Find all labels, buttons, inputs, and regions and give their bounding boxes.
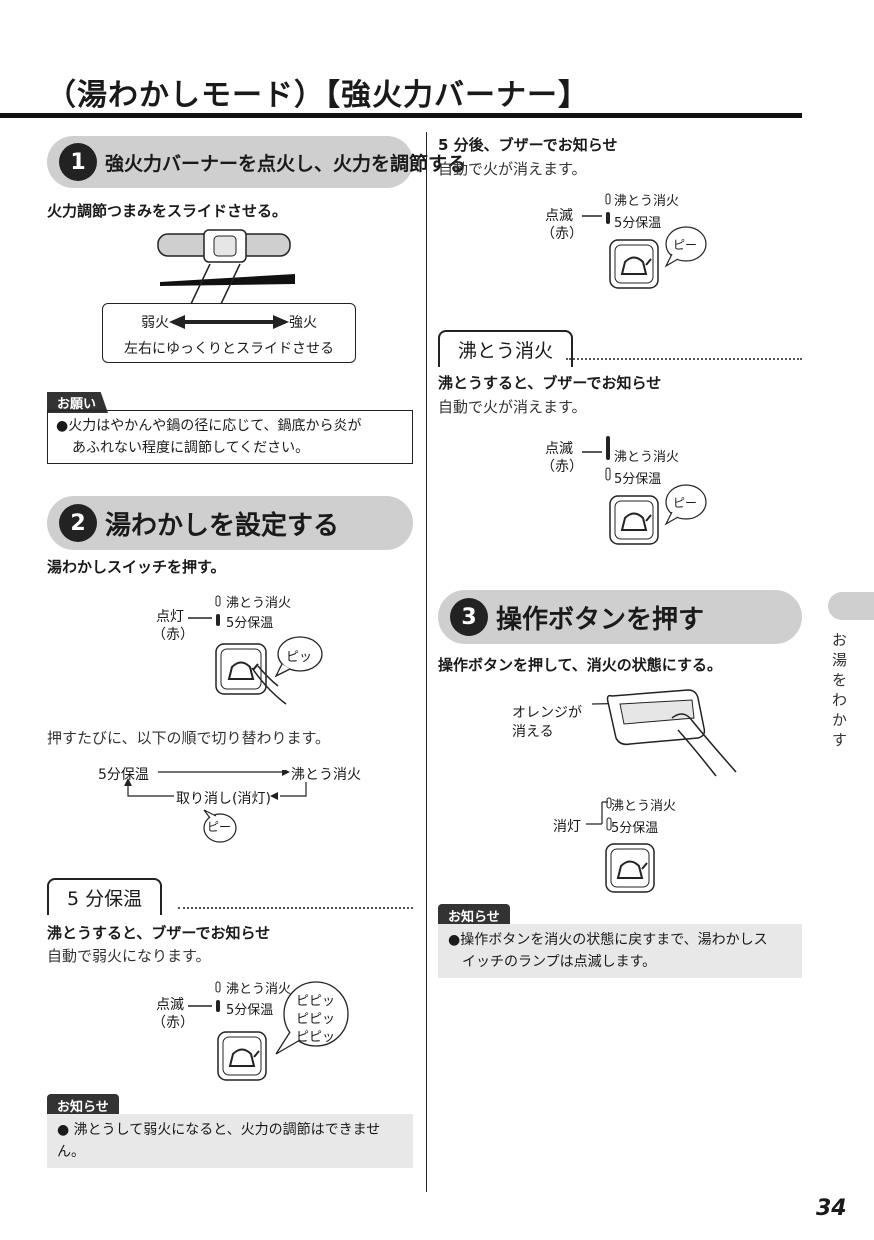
step3-heading: 操作ボタンを押す <box>496 604 705 635</box>
keep-warm-sound-3: ピピッ <box>296 1030 336 1045</box>
notice-label: お願い <box>47 392 109 413</box>
cycle-arrows <box>124 770 307 800</box>
cycle-sound: ピー <box>207 820 232 834</box>
cycle-boil-off: 沸とう消火 <box>291 767 361 783</box>
step3-note-line-2: イッチのランプは点滅します。 <box>462 954 657 970</box>
keep-warm-rule <box>178 907 413 909</box>
boil-off-kettle-button-icon <box>609 495 659 545</box>
notice-line-1: ●火力はやかんや鍋の径に応じて、鍋底から炎が <box>56 418 362 434</box>
step3-indicator-top: 沸とう消火 <box>611 799 677 814</box>
cycle-text: 押すたびに、以下の順で切り替わります。 <box>47 729 331 747</box>
boil-off-rule <box>566 358 802 360</box>
boil-off-lamp-color: （赤） <box>541 459 583 475</box>
keep-warm-note-text: ● 沸とうして弱火になると、火力の調節はできません。 <box>47 1114 413 1168</box>
step1-header: 1 強火力バーナーを点火し、火力を調節する <box>47 136 466 188</box>
after5-sound: ピー <box>673 238 698 252</box>
step2-sound: ピッ <box>286 650 313 665</box>
cycle-keep-warm: 5分保温 <box>98 767 149 783</box>
step1-heading: 強火力バーナーを点火し、火力を調節する <box>105 152 467 175</box>
after5-sound-bubble <box>664 226 707 268</box>
after5-indicator-top: 沸とう消火 <box>614 194 680 209</box>
step2-number: 2 <box>59 504 97 542</box>
step3-header: 3 操作ボタンを押す <box>438 590 802 644</box>
keep-warm-tab: 5 分保温 <box>47 878 163 915</box>
after5-plain: 自動で火が消えます。 <box>438 160 587 178</box>
title-rule <box>0 113 802 118</box>
step2-header: 2 湯わかしを設定する <box>47 496 413 550</box>
side-tab-label: お湯をわかす <box>832 631 848 749</box>
finger-icon <box>251 665 287 705</box>
slide-caption: 左右にゆっくりとスライドさせる <box>124 341 334 357</box>
step2-sound-bubble <box>274 636 323 678</box>
step3-note-box: ●操作ボタンを消火の状態に戻すまで、湯わかしス イッチのランプは点滅します。 <box>438 924 802 978</box>
keep-warm-plain: 自動で弱火になります。 <box>47 947 211 965</box>
cycle-cancel: 取り消し(消灯) <box>176 791 271 807</box>
step3-note-line-1: ●操作ボタンを消火の状態に戻すまで、湯わかしス <box>448 932 768 948</box>
operation-button-illustration <box>591 689 737 777</box>
step2-lamp-lines <box>188 595 221 626</box>
cycle-sound-bubble <box>203 809 237 843</box>
orange-label-1: オレンジが <box>512 705 582 721</box>
slider-illustration <box>157 229 295 307</box>
after5-bold: 5 分後、ブザーでお知らせ <box>438 136 618 154</box>
after5-lamp-color: （赤） <box>541 226 583 242</box>
boil-off-lamp-state: 点滅 <box>545 441 573 457</box>
boil-off-bold: 沸とうすると、ブザーでお知らせ <box>438 374 662 392</box>
boil-off-indicator-top: 沸とう消火 <box>614 450 680 465</box>
slider-callout: 弱火 強火 左右にゆっくりとスライドさせる <box>102 303 356 363</box>
keep-warm-sound-2: ピピッ <box>296 1012 336 1027</box>
step3-note-label: お知らせ <box>438 904 510 927</box>
keep-warm-sound-1: ピピッ <box>296 994 336 1009</box>
strong-label: 強火 <box>289 315 317 331</box>
after5-lamp-state: 点滅 <box>545 208 573 224</box>
keep-warm-bold: 沸とうすると、ブザーでお知らせ <box>47 924 271 942</box>
weak-label: 弱火 <box>141 315 169 331</box>
page-title: （湯わかしモード）【強火力バーナー】 <box>46 78 589 113</box>
side-tab <box>828 592 874 620</box>
boil-off-sound-bubble <box>664 484 707 526</box>
page-number: 34 <box>816 1196 847 1221</box>
keep-warm-lamp-lines <box>188 981 221 1012</box>
keep-warm-sound-bubble <box>275 981 349 1055</box>
double-arrow-icon <box>169 315 289 329</box>
notice-box: ●火力はやかんや鍋の径に応じて、鍋底から炎が あふれない程度に調節してください。 <box>47 410 413 464</box>
boil-off-indicator-bottom: 5分保温 <box>614 472 662 487</box>
column-divider <box>426 132 427 1192</box>
keep-warm-indicator-top: 沸とう消火 <box>226 982 292 997</box>
after5-kettle-button-icon <box>609 239 659 289</box>
step2-kettle-button-icon <box>215 643 267 695</box>
after5-lamp-lines <box>582 193 611 224</box>
step1-instruction: 火力調節つまみをスライドさせる。 <box>47 202 288 220</box>
keep-warm-indicator-bottom: 5分保温 <box>226 1003 274 1018</box>
orange-label-2: 消える <box>512 724 554 740</box>
keep-warm-note-label: お知らせ <box>47 1094 119 1117</box>
step3-indicator-bottom: 5分保温 <box>611 821 659 836</box>
step3-instruction: 操作ボタンを押して、消火の状態にする。 <box>438 656 722 674</box>
keep-warm-kettle-button-icon <box>217 1031 267 1081</box>
after5-indicator-bottom: 5分保温 <box>614 216 662 231</box>
step3-lamp-lines <box>586 797 612 831</box>
step2-indicator-top: 沸とう消火 <box>226 596 292 611</box>
step2-instruction: 湯わかしスイッチを押す。 <box>47 558 226 576</box>
boil-off-plain: 自動で火が消えます。 <box>438 398 587 416</box>
notice-line-2: あふれない程度に調節してください。 <box>72 440 310 456</box>
step2-lamp-state: 点灯 <box>156 609 184 625</box>
boil-off-lamp-lines <box>582 436 611 481</box>
step1-number: 1 <box>59 143 97 181</box>
boil-off-sound: ピー <box>673 496 698 510</box>
step2-lamp-color: （赤） <box>152 627 194 643</box>
step3-kettle-button-icon <box>605 843 655 893</box>
step2-indicator-bottom: 5分保温 <box>226 616 274 631</box>
boil-off-tab: 沸とう消火 <box>438 330 574 367</box>
keep-warm-lamp-state: 点滅 <box>156 997 184 1013</box>
step2-heading: 湯わかしを設定する <box>105 510 340 541</box>
keep-warm-lamp-color: （赤） <box>152 1015 194 1031</box>
step3-lamp-state: 消灯 <box>553 819 581 835</box>
step3-number: 3 <box>450 598 488 636</box>
